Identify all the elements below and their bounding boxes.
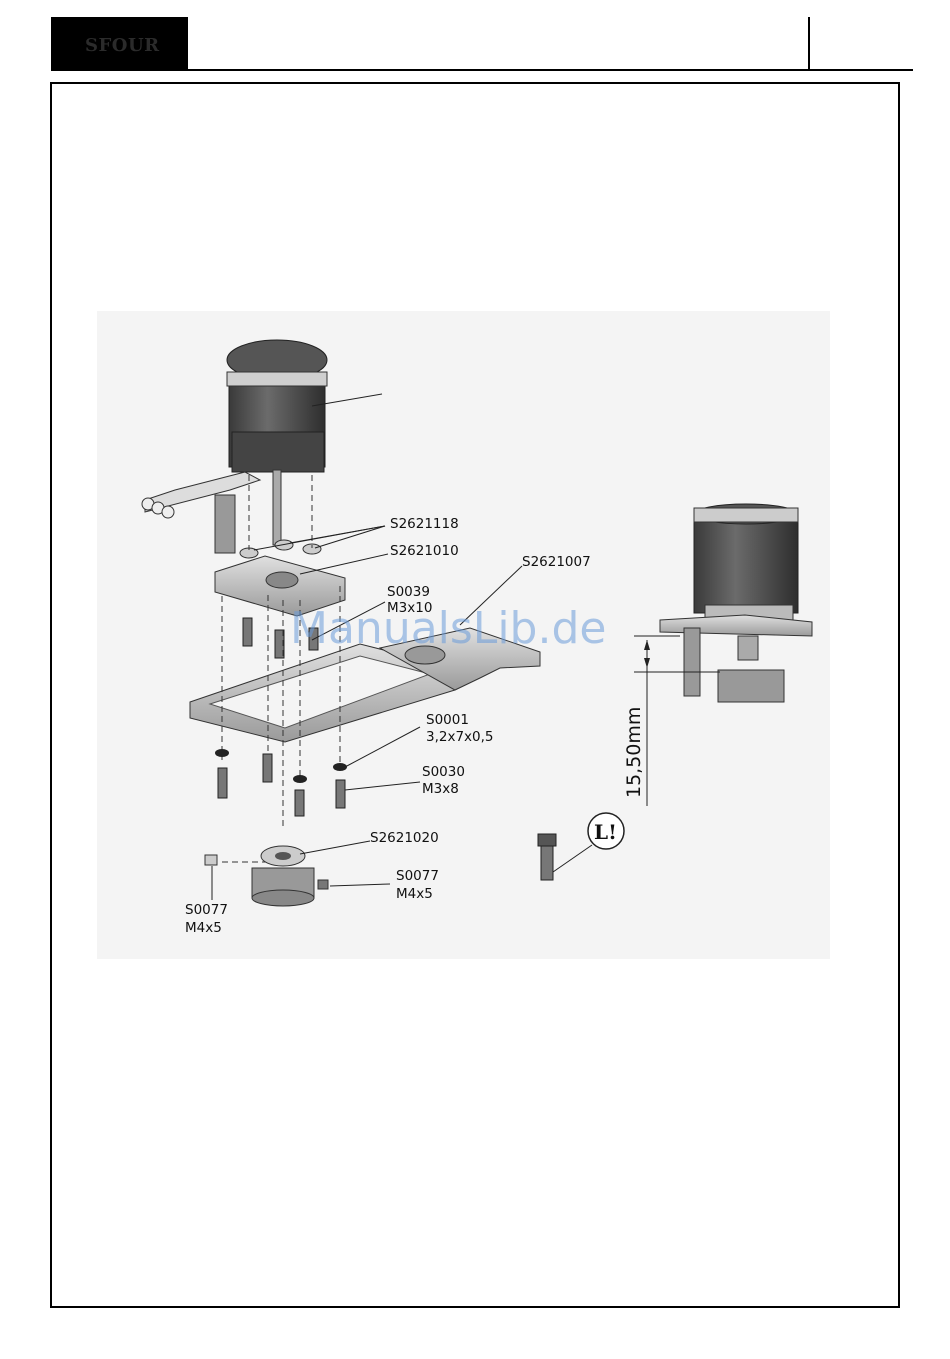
- spacer-parts: [240, 540, 321, 558]
- loctite-screw: L!: [538, 813, 624, 880]
- label-s0030-code: S0030: [422, 764, 465, 780]
- label-s0077a-code: S0077: [185, 902, 228, 918]
- motor-illustration: [142, 340, 327, 553]
- label-s0077a-size: M4x5: [185, 920, 222, 936]
- label-s2621010: S2621010: [390, 543, 459, 559]
- screws-lower: [215, 749, 347, 816]
- watermark: ManualsLib.de: [290, 603, 606, 654]
- label-s0001-code: S0001: [426, 712, 469, 728]
- label-s0077b-size: M4x5: [396, 886, 433, 902]
- label-s2621020: S2621020: [370, 830, 439, 846]
- label-s0039-code: S0039: [387, 584, 430, 600]
- loctite-badge-text: L!: [594, 820, 617, 844]
- label-s2621118: S2621118: [390, 516, 459, 532]
- label-s0001-size: 3,2x7x0,5: [426, 729, 494, 745]
- label-s0077b-code: S0077: [396, 868, 439, 884]
- label-s0030-size: M3x8: [422, 781, 459, 797]
- dimension-label: 15,50mm: [623, 707, 645, 798]
- dimension-15-50: 15,50mm: [623, 636, 720, 806]
- label-s2621007: S2621007: [522, 554, 591, 570]
- pulley: [205, 846, 328, 906]
